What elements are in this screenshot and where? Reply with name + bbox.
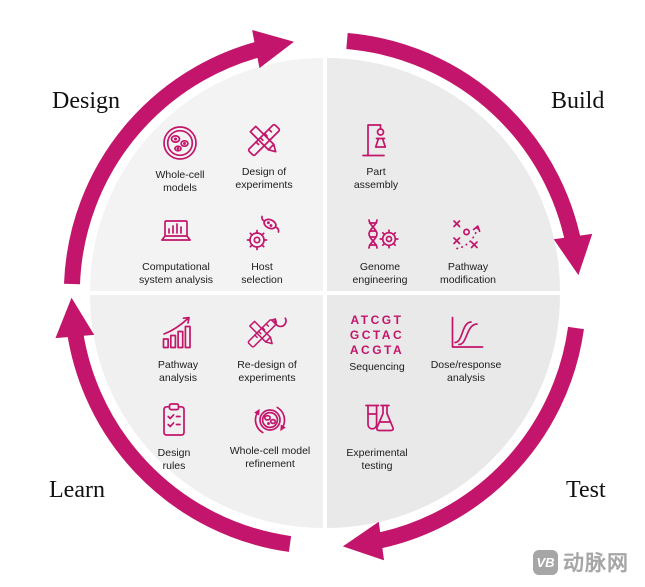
item-dose-response-analysis: Dose/response analysis bbox=[416, 310, 516, 385]
item-pathway-analysis: Pathway analysis bbox=[133, 310, 223, 385]
dna-letters-text: ATCGT GCTAC ACGTA bbox=[350, 312, 404, 358]
item-label: Sequencing bbox=[349, 361, 405, 373]
petri-dish-cells-icon bbox=[158, 120, 202, 166]
item-label: Whole-cell model refinement bbox=[229, 445, 311, 470]
item-genome-engineering: Genome engineering bbox=[330, 212, 430, 287]
item-redesign-of-experiments: Re-design of experiments bbox=[217, 310, 317, 385]
item-experimental-testing: Experimental testing bbox=[331, 398, 423, 473]
design-quadrant-title: Design bbox=[52, 88, 120, 114]
test-quadrant-title: Test bbox=[566, 477, 606, 503]
item-label: Design rules bbox=[157, 447, 191, 472]
item-whole-cell-models: Whole-cell models bbox=[135, 120, 225, 195]
item-host-selection: Host selection bbox=[222, 212, 302, 287]
item-pathway-modification: Pathway modification bbox=[418, 212, 518, 287]
learn-quadrant-title: Learn bbox=[49, 477, 105, 503]
sequence-line: GCTAC bbox=[349, 327, 405, 342]
clipboard-checklist-icon bbox=[152, 398, 196, 444]
item-label: Pathway modification bbox=[439, 261, 497, 286]
petri-dish-refresh-icon bbox=[248, 396, 292, 442]
crossed-paths-arrow-icon bbox=[446, 212, 490, 258]
item-label: Experimental testing bbox=[346, 447, 408, 472]
dna-gear-icon bbox=[358, 212, 402, 258]
rising-bars-arrow-icon bbox=[156, 310, 200, 356]
watermark: VB 动脉网 bbox=[533, 547, 629, 577]
item-design-of-experiments: Design of experiments bbox=[219, 117, 309, 192]
watermark-logo: VB bbox=[533, 549, 558, 575]
item-label: Host selection bbox=[241, 261, 283, 286]
test-tube-flask-icon bbox=[355, 398, 399, 444]
item-part-assembly: Part assembly bbox=[331, 117, 421, 192]
lab-stand-icon bbox=[354, 117, 398, 163]
item-label: Whole-cell models bbox=[155, 169, 205, 194]
sigmoid-curves-icon bbox=[444, 310, 488, 356]
item-label: Genome engineering bbox=[352, 261, 408, 286]
item-label: Computational system analysis bbox=[138, 261, 214, 286]
item-label: Design of experiments bbox=[235, 166, 293, 191]
gear-microbe-icon bbox=[240, 212, 284, 258]
item-label: Re-design of experiments bbox=[237, 359, 297, 384]
watermark-text: 动脉网 bbox=[563, 552, 629, 575]
item-label: Part assembly bbox=[353, 166, 399, 191]
item-label: Dose/response analysis bbox=[430, 359, 502, 384]
item-sequencing: ATCGT GCTAC ACGTA Sequencing bbox=[331, 312, 423, 374]
pencil-ruler-icon bbox=[242, 117, 286, 163]
build-quadrant-title: Build bbox=[551, 88, 605, 114]
item-design-rules: Design rules bbox=[134, 398, 214, 473]
sequence-line: ATCGT bbox=[350, 312, 404, 327]
sequence-line: ACGTA bbox=[349, 342, 405, 357]
pencil-ruler-redo-icon bbox=[245, 310, 289, 356]
laptop-chart-icon bbox=[154, 212, 198, 258]
item-computational-system-analysis: Computational system analysis bbox=[126, 212, 226, 287]
item-whole-cell-model-refinement: Whole-cell model refinement bbox=[215, 396, 325, 471]
item-label: Pathway analysis bbox=[157, 359, 199, 384]
